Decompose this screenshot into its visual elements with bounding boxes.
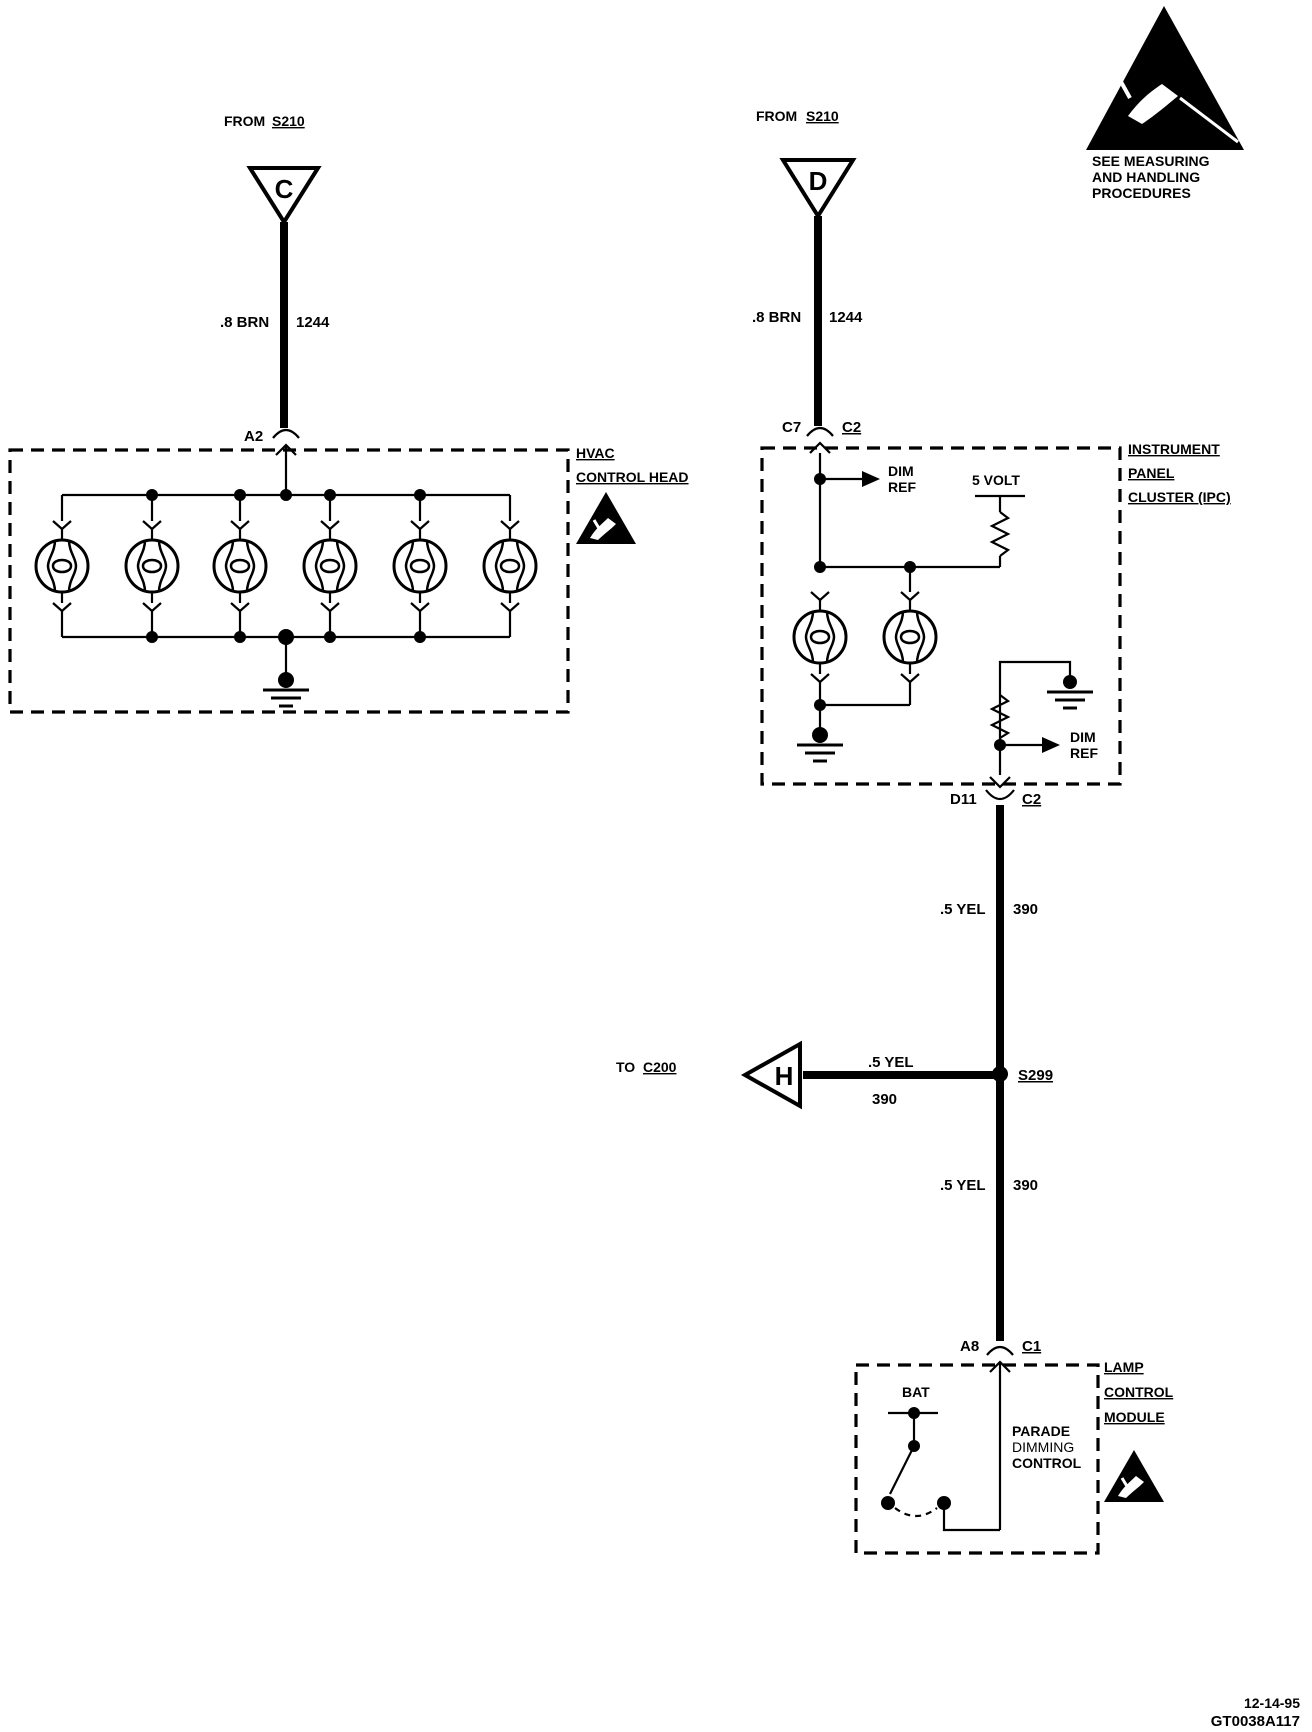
hvac-bulb-3-icon (212, 519, 268, 613)
parade-switch-contact (894, 1507, 938, 1518)
hvac-bulb-2-icon (124, 519, 180, 613)
right-source-prefix: FROM (756, 108, 797, 124)
ipc-label-3: CLUSTER (IPC) (1128, 489, 1231, 505)
esd-notice-3: PROCEDURES (1092, 185, 1191, 201)
ipc-dimmer-ground-icon (1045, 690, 1095, 710)
lcm-label-1: LAMP (1104, 1359, 1144, 1375)
right-circuit: FROM S210 D .8 BRN 1244 C7 C2 INSTRUMENT… (616, 108, 1231, 1555)
left-pin-a2: A2 (244, 428, 263, 445)
ipc-ground-icon (795, 743, 845, 763)
wire-yel-upper: .5 YEL (940, 901, 986, 918)
hvac-label-2: CONTROL HEAD (576, 469, 689, 485)
parade-switch-blade (889, 1445, 915, 1495)
hvac-bulb-5-icon (392, 519, 448, 613)
hvac-bulb-1-icon (34, 519, 90, 613)
wire-yel-lower: .5 YEL (940, 1177, 986, 1194)
left-source-splice: S210 (272, 113, 305, 129)
ipc-bottom-connector-arc (985, 789, 1015, 801)
esd-warning-icon (1086, 6, 1244, 150)
parade-label-3: CONTROL (1012, 1455, 1082, 1471)
dim-ref-top-2: REF (888, 479, 916, 495)
ipc-top-pin: C7 (782, 419, 801, 436)
left-source-prefix: FROM (224, 113, 265, 129)
lcm-label-2: CONTROL (1104, 1384, 1174, 1400)
dim-ref-bottom-arrow-icon (1042, 737, 1060, 753)
left-circuit-number: 1244 (296, 314, 330, 331)
ipc-bottom-connector: C2 (1022, 791, 1041, 808)
hvac-control-head-box (8, 448, 570, 714)
ipc-top-connector-chevron (809, 441, 831, 454)
circuit-upper: 390 (1013, 901, 1038, 918)
ipc-bulb-2-icon (882, 590, 938, 684)
parade-label-2: DIMMING (1012, 1439, 1074, 1455)
dim-ref-bottom-1: DIM (1070, 729, 1096, 745)
connector-h-letter: H (775, 1061, 794, 1091)
left-circuit: FROM S210 C .8 BRN 1244 A2 HVAC CONTROL … (8, 113, 689, 714)
right-wire-gauge-color: .8 BRN (752, 309, 801, 326)
right-source-splice: S210 (806, 108, 839, 124)
left-wire-gauge-color: .8 BRN (220, 314, 269, 331)
footer-code: GT0038A117 (1211, 1713, 1300, 1730)
ipc-bottom-pin: D11 (950, 791, 977, 808)
connector-c-symbol (246, 166, 322, 226)
connector-c-letter: C (275, 174, 294, 204)
footer-date: 12-14-95 (1244, 1695, 1300, 1711)
esd-notice-2: AND HANDLING (1092, 169, 1200, 185)
lcm-pin: A8 (960, 1338, 979, 1355)
connector-h-symbol (740, 1040, 802, 1110)
branch-prefix: TO (616, 1059, 635, 1075)
ipc-box (760, 446, 1122, 786)
hvac-label-1: HVAC (576, 445, 615, 461)
hvac-ground-icon (261, 688, 311, 708)
dim-ref-top-1: DIM (888, 463, 914, 479)
ipc-label-2: PANEL (1128, 465, 1175, 481)
bat-label: BAT (902, 1384, 930, 1400)
dim-ref-bottom-2: REF (1070, 745, 1098, 761)
ipc-dimmer-resistor-icon (989, 694, 1011, 739)
ipc-top-connector-arc (806, 426, 834, 437)
branch-wire-label: .5 YEL (868, 1054, 914, 1071)
hvac-bulbs (34, 519, 538, 613)
parade-label-1: PARADE (1012, 1423, 1070, 1439)
lcm-connector-arc (986, 1345, 1014, 1356)
hvac-bulb-4-icon (302, 519, 358, 613)
esd-notice-1: SEE MEASURING (1092, 153, 1210, 169)
splice-s299-label: S299 (1018, 1067, 1053, 1084)
branch-dest: C200 (643, 1059, 677, 1075)
five-volt-label: 5 VOLT (972, 472, 1020, 488)
lcm-esd-icon (1102, 1448, 1166, 1504)
hvac-esd-icon (574, 490, 638, 546)
ipc-dimmer-path (998, 660, 1072, 775)
ipc-pullup-resistor-icon (989, 511, 1011, 557)
ipc-bulb-1-icon (792, 590, 848, 684)
circuit-lower: 390 (1013, 1177, 1038, 1194)
ipc-label-1: INSTRUMENT (1128, 441, 1220, 457)
esd-notice: SEE MEASURING AND HANDLING PROCEDURES (1086, 6, 1244, 201)
ipc-top-connector: C2 (842, 419, 861, 436)
dim-ref-top-arrow-icon (862, 471, 880, 487)
lcm-label-3: MODULE (1104, 1409, 1165, 1425)
connector-d-symbol (779, 158, 857, 220)
left-connector-arc (272, 428, 300, 439)
connector-d-letter: D (809, 166, 828, 196)
branch-circuit-label: 390 (872, 1091, 897, 1108)
lcm-connector: C1 (1022, 1338, 1041, 1355)
hvac-junction-dots (146, 489, 426, 688)
right-circuit-number: 1244 (829, 309, 863, 326)
hvac-bulb-6-icon (482, 519, 538, 613)
lamp-control-module-box (854, 1363, 1100, 1555)
